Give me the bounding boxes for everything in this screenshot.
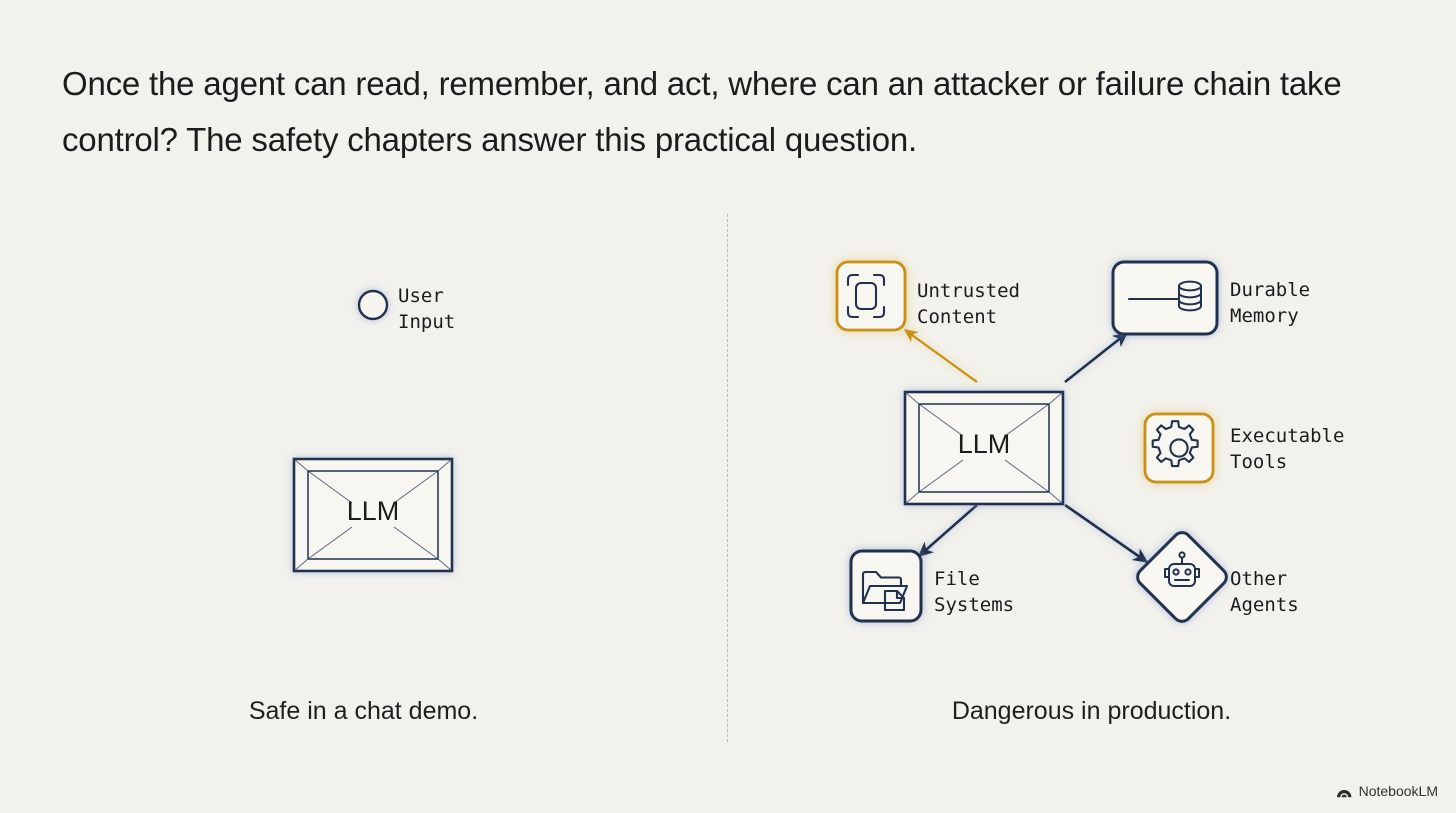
- right-diagram: [835, 260, 1230, 625]
- right-panel: Untrusted Content Durable Memory Executa…: [727, 0, 1456, 813]
- notebooklm-arc-icon: [1336, 789, 1352, 797]
- notebooklm-watermark: NotebookLM: [1336, 783, 1438, 799]
- edge-llm-to-file-systems: [917, 504, 978, 558]
- right-panel-caption: Dangerous in production.: [951, 697, 1232, 725]
- label-untrusted-content: Untrusted Content: [917, 280, 1020, 328]
- page-title: Once the agent can read, remember, and a…: [62, 65, 1342, 158]
- edge-llm-to-other-agents: [1064, 503, 1149, 564]
- node-untrusted-content[interactable]: [835, 260, 907, 332]
- scan-frame-icon: [846, 273, 886, 319]
- node-other-agents[interactable]: [1134, 529, 1230, 625]
- label-llm-left: LLM: [346, 496, 400, 526]
- folder-document-icon: [861, 570, 909, 612]
- node-user-input[interactable]: [357, 289, 389, 321]
- node-file-systems[interactable]: [849, 549, 923, 623]
- left-diagram: [292, 289, 454, 573]
- panel-divider: [727, 214, 728, 742]
- node-executable-tools[interactable]: [1143, 412, 1215, 484]
- gear-icon: [1151, 420, 1199, 468]
- watermark-label: NotebookLM: [1358, 783, 1438, 799]
- edge-llm-to-durable-memory: [1064, 331, 1129, 384]
- label-executable-tools: Executable Tools: [1230, 425, 1345, 473]
- edge-llm-to-untrusted-content: [903, 329, 978, 383]
- left-panel-caption: Safe in a chat demo.: [248, 697, 479, 725]
- label-other-agents: Other Agents: [1230, 568, 1299, 616]
- label-durable-memory: Durable Memory: [1230, 279, 1311, 327]
- label-file-systems: File Systems: [934, 568, 1015, 616]
- node-durable-memory[interactable]: [1111, 260, 1219, 336]
- label-llm-center: LLM: [957, 429, 1011, 459]
- node-llm-center[interactable]: [903, 390, 1065, 506]
- label-user-input: User Input: [398, 285, 456, 333]
- left-panel: User Input LLM Safe in a chat demo.: [0, 0, 727, 813]
- robot-icon: [1164, 551, 1200, 587]
- node-llm[interactable]: [292, 457, 454, 573]
- database-icon: [1128, 280, 1202, 312]
